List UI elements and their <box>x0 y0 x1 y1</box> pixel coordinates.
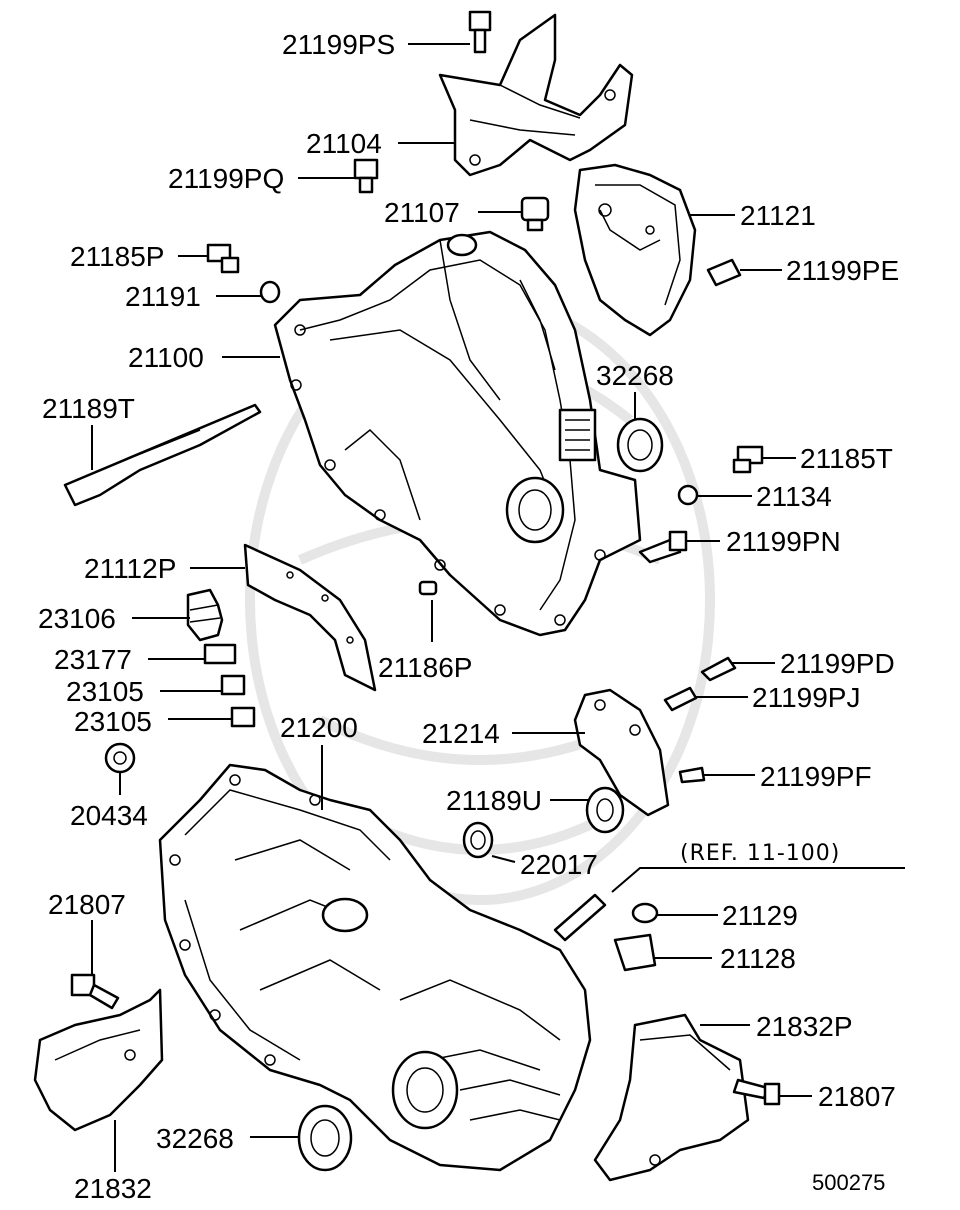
label-21129: 21129 <box>722 900 798 931</box>
label-21191: 21191 <box>125 281 201 312</box>
plug-21107 <box>520 196 550 232</box>
label-32268-upper: 32268 <box>596 360 674 391</box>
bracket-21832 <box>33 988 164 1132</box>
bolt-21199PS <box>468 10 492 54</box>
bearing-20434 <box>104 742 136 774</box>
label-21807-left: 21807 <box>48 889 126 920</box>
boot-23106 <box>186 588 224 642</box>
cap-21129 <box>631 902 659 924</box>
bolt-21807-right <box>732 1078 781 1106</box>
label-21199PS: 21199PS <box>282 29 395 60</box>
label-21134: 21134 <box>756 481 832 512</box>
seal-21189U <box>585 786 625 834</box>
label-21104: 21104 <box>306 128 382 159</box>
bolt-21199PQ <box>353 158 379 194</box>
bushing-23177 <box>203 643 237 665</box>
plug-21185P <box>206 243 240 274</box>
label-21807-right: 21807 <box>818 1081 896 1112</box>
label-21185P: 21185P <box>70 241 164 272</box>
bracket-21104 <box>438 13 634 177</box>
label-21199PE: 21199PE <box>786 255 899 286</box>
label-20434: 20434 <box>70 800 148 831</box>
label-21199PF: 21199PF <box>760 761 872 792</box>
part-labels: 21199PS 21104 21199PQ 21107 21121 21185P… <box>38 29 899 1204</box>
label-23177: 23177 <box>54 644 132 675</box>
label-21121: 21121 <box>740 200 816 231</box>
plate-21112P <box>243 543 377 692</box>
label-21832P: 21832P <box>756 1011 853 1042</box>
label-21189U: 21189U <box>446 785 542 816</box>
diagram-code: 500275 <box>812 1170 885 1195</box>
label-21128: 21128 <box>720 943 796 974</box>
clip-21128 <box>613 933 657 972</box>
oil-seal-32268-upper <box>616 417 664 473</box>
guide-21189T <box>63 403 262 507</box>
pin-21186P <box>418 580 438 596</box>
bracket-21832P <box>593 1013 750 1182</box>
bolt-21807-left <box>70 973 120 1010</box>
label-21200: 21200 <box>280 712 358 743</box>
bolt-21199PN <box>638 530 688 564</box>
gasket-21191 <box>259 280 281 304</box>
label-21100: 21100 <box>128 342 204 373</box>
label-21186P: 21186P <box>378 652 472 683</box>
bolt-21199PE <box>706 258 742 287</box>
ref-note: (REF. 11-100) <box>680 841 840 866</box>
label-21185T: 21185T <box>800 443 893 474</box>
label-21199PQ: 21199PQ <box>168 163 284 194</box>
label-21107: 21107 <box>384 197 460 228</box>
label-21112P: 21112P <box>84 553 176 584</box>
label-32268-lower: 32268 <box>156 1123 234 1154</box>
bolt-21199PD <box>700 656 737 682</box>
spring-pin-ref <box>553 893 607 942</box>
plug-21185T <box>732 445 764 474</box>
label-23106: 23106 <box>38 603 116 634</box>
label-21199PD: 21199PD <box>780 648 895 679</box>
label-21832: 21832 <box>74 1173 152 1204</box>
label-21214: 21214 <box>422 718 500 749</box>
seal-22017 <box>462 821 494 859</box>
bushing-23105-a <box>220 674 246 696</box>
label-22017: 22017 <box>520 849 598 880</box>
label-21199PN: 21199PN <box>726 526 841 557</box>
label-23105-a: 23105 <box>66 676 144 707</box>
cover-21121 <box>573 163 697 337</box>
leader-lines <box>91 43 905 1172</box>
bolt-21199PF <box>678 766 706 784</box>
label-21189T: 21189T <box>42 393 135 424</box>
gasket-21134 <box>677 484 699 506</box>
bushing-23105-b <box>230 706 256 728</box>
label-21199PJ: 21199PJ <box>752 682 860 713</box>
oil-seal-32268-lower <box>297 1104 353 1172</box>
clutch-housing-21200 <box>158 763 592 1172</box>
transaxle-case-21100 <box>273 230 642 637</box>
bracket-21214 <box>573 688 670 817</box>
label-23105-b: 23105 <box>74 706 152 737</box>
